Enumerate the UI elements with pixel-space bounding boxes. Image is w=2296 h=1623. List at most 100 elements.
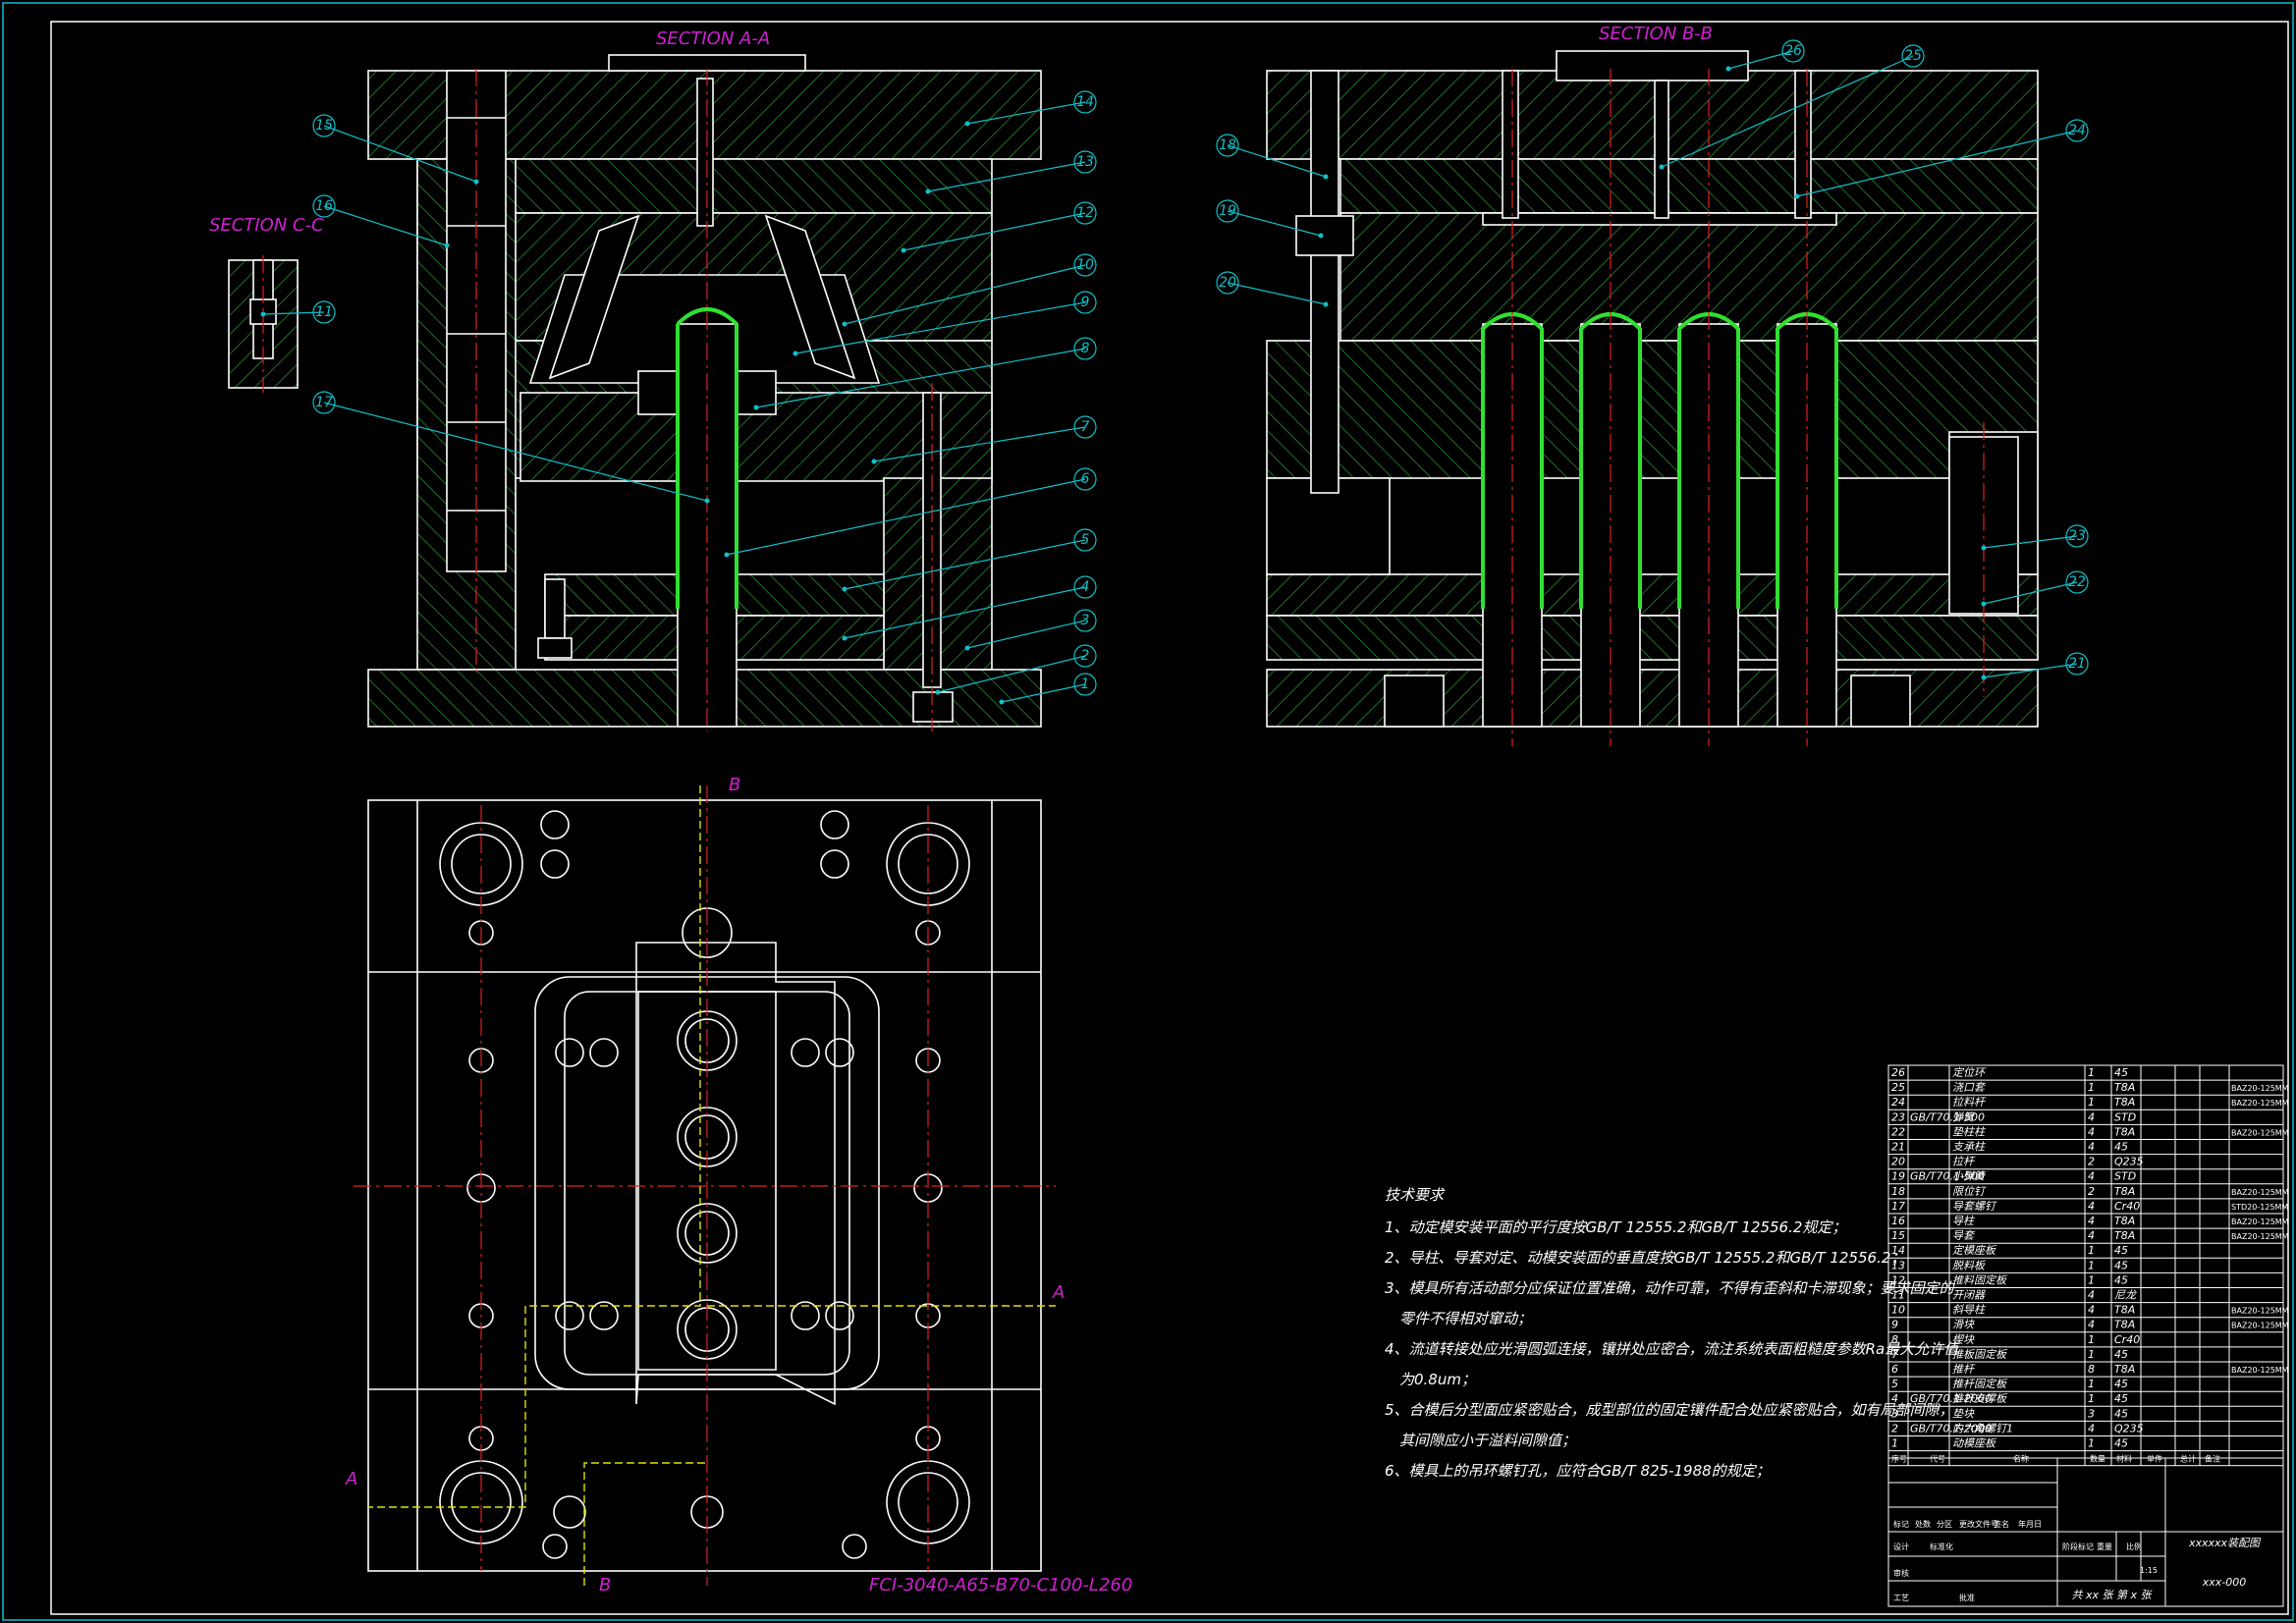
- balloon-number: 21: [2068, 656, 2086, 672]
- bom-cell: 1: [2088, 1244, 2095, 1257]
- balloon-9: 9: [793, 291, 1097, 356]
- balloon-number: 26: [1784, 43, 1802, 59]
- balloon-number: 18: [1219, 137, 1236, 153]
- bom-header: 备注: [2205, 1454, 2220, 1464]
- title-block-label: 批准: [1959, 1593, 1975, 1602]
- section-c-view: [228, 255, 299, 393]
- bom-cell: 7: [1891, 1348, 1898, 1361]
- balloon-14: 14: [964, 90, 1097, 127]
- title-block-label: 阶段标记: [2062, 1542, 2094, 1551]
- drawing-scale: 1:15: [2140, 1566, 2158, 1575]
- balloon-number: 20: [1219, 275, 1236, 291]
- bom-cell: 11: [1891, 1289, 1905, 1302]
- bom-cell: 25: [1891, 1081, 1905, 1094]
- balloon-number: 13: [1076, 154, 1094, 170]
- tech-line: 3、模具所有活动部分应保证位置准确，动作可靠，不得有歪斜和卡滞现象；要求固定的: [1385, 1279, 1956, 1297]
- balloon-23: 23: [1981, 524, 2089, 551]
- tech-line: 4、流道转接处应光滑圆弧连接，镶拼处应密合，流注系统表面粗糙度参数Ra最大允许值: [1385, 1340, 1960, 1358]
- balloon-2: 2: [935, 644, 1097, 695]
- bom-cell: 滑块: [1952, 1319, 1975, 1331]
- bom-cell: 拉杆: [1952, 1156, 1976, 1168]
- bom-cell: 推杆固定板: [1952, 1378, 2008, 1390]
- title-block-label: 年月日: [2018, 1519, 2042, 1529]
- balloon-15: 15: [312, 114, 479, 185]
- balloon-number: 17: [315, 395, 333, 410]
- title-block-label: 工艺: [1893, 1594, 1909, 1602]
- bom-cell: GB/T70.1-500: [1910, 1110, 1985, 1123]
- bom-cell: 3: [1891, 1407, 1898, 1420]
- sheet-count: 共 xx 张 第 x 张: [2071, 1589, 2153, 1601]
- balloon-number: 7: [1081, 419, 1090, 435]
- balloon-number: 1: [1081, 676, 1090, 692]
- bom-cell: 24: [1891, 1096, 1905, 1109]
- bom-cell: 19: [1891, 1170, 1905, 1183]
- balloon-10: 10: [842, 253, 1097, 327]
- section-c-label: SECTION C-C: [209, 215, 324, 236]
- title-block-label: 更改文件号: [1959, 1519, 1998, 1529]
- bom-cell: BAZ20-125MM: [2231, 1188, 2289, 1197]
- bom-cell: 9: [1891, 1319, 1898, 1331]
- bom-header: 单件: [2147, 1454, 2162, 1464]
- technical-requirements: 技术要求 1、动定模安装平面的平行度按GB/T 12555.2和GB/T 125…: [1385, 1186, 1960, 1480]
- bom-cell: 限位钉: [1952, 1185, 1987, 1198]
- tech-line: 零件不得相对窜动；: [1399, 1310, 1532, 1327]
- drawing-number: xxx-000: [2202, 1576, 2247, 1589]
- balloon-22: 22: [1981, 570, 2089, 607]
- bom-cell: 4: [2088, 1229, 2095, 1242]
- balloon-13: 13: [925, 150, 1097, 194]
- bom-cell: T8A: [2114, 1363, 2135, 1376]
- title-block-label: 设计: [1893, 1542, 1909, 1551]
- balloon-number: 24: [2068, 123, 2086, 138]
- balloon-number: 25: [1904, 48, 1922, 64]
- balloon-number: 10: [1076, 257, 1094, 273]
- bom-cell: 浇口套: [1952, 1081, 1987, 1094]
- bom-cell: 垫柱柱: [1952, 1125, 1987, 1138]
- bom-cell: 斜导柱: [1952, 1304, 1987, 1317]
- balloon-24: 24: [1794, 119, 2089, 199]
- bom-cell: BAZ20-125MM: [2231, 1084, 2289, 1093]
- bom-cell: 8: [1891, 1333, 1898, 1346]
- bom-cell: 4: [2088, 1125, 2095, 1138]
- bom-cell: T8A: [2114, 1096, 2135, 1109]
- title-block-label: 重量: [2097, 1542, 2112, 1551]
- bom-cell: 1: [1891, 1437, 1898, 1450]
- bom-cell: T8A: [2114, 1185, 2135, 1198]
- balloon-7: 7: [871, 415, 1097, 464]
- bom-cell: 16: [1891, 1215, 1905, 1227]
- tech-title: 技术要求: [1385, 1186, 1446, 1204]
- bom-header: 总计: [2180, 1454, 2196, 1464]
- bom-cell: 45: [2114, 1378, 2128, 1390]
- title-block-label: 分区: [1937, 1520, 1952, 1529]
- bom-cell: 推杆支撑板: [1952, 1392, 2008, 1405]
- balloon-number: 23: [2068, 528, 2086, 544]
- bom-cell: 导柱: [1952, 1215, 1976, 1227]
- bom-cell: 3: [2088, 1407, 2095, 1420]
- bom-cell: 8: [2088, 1363, 2095, 1376]
- bom-cell: 4: [1891, 1392, 1898, 1405]
- bom-header: 名称: [2013, 1454, 2029, 1464]
- tech-line: 其间隙应小于溢料间隙值；: [1399, 1432, 1576, 1449]
- balloon-26: 26: [1725, 39, 1805, 72]
- bom-cell: GB/T70.1-500: [1910, 1170, 1985, 1183]
- bom-cell: 动模座板: [1952, 1437, 1997, 1450]
- bom-cell: 定模座板: [1952, 1244, 1997, 1257]
- bom-cell: 1: [2088, 1437, 2095, 1450]
- bom-cell: Cr40: [2114, 1333, 2140, 1346]
- bom-cell: 2: [2088, 1185, 2095, 1198]
- bom-cell: BAZ20-125MM: [2231, 1366, 2289, 1375]
- bom-cell: 推杆: [1952, 1363, 1976, 1376]
- bom-cell: 10: [1891, 1304, 1905, 1317]
- balloon-number: 12: [1076, 205, 1094, 221]
- bom-cell: 18: [1891, 1185, 1905, 1198]
- bom-cell: 45: [2114, 1244, 2128, 1257]
- bom-cell: 脱料板: [1952, 1259, 1987, 1271]
- bom-cell: 推料固定板: [1952, 1273, 2008, 1286]
- bom-cell: 17: [1891, 1200, 1905, 1213]
- bom-cell: BAZ20-125MM: [2231, 1232, 2289, 1241]
- bom-cell: 2: [2088, 1156, 2095, 1168]
- bom-cell: 45: [2114, 1392, 2128, 1405]
- title-block-label: 处数: [1915, 1519, 1931, 1529]
- bom-header: 序号: [1891, 1454, 1907, 1464]
